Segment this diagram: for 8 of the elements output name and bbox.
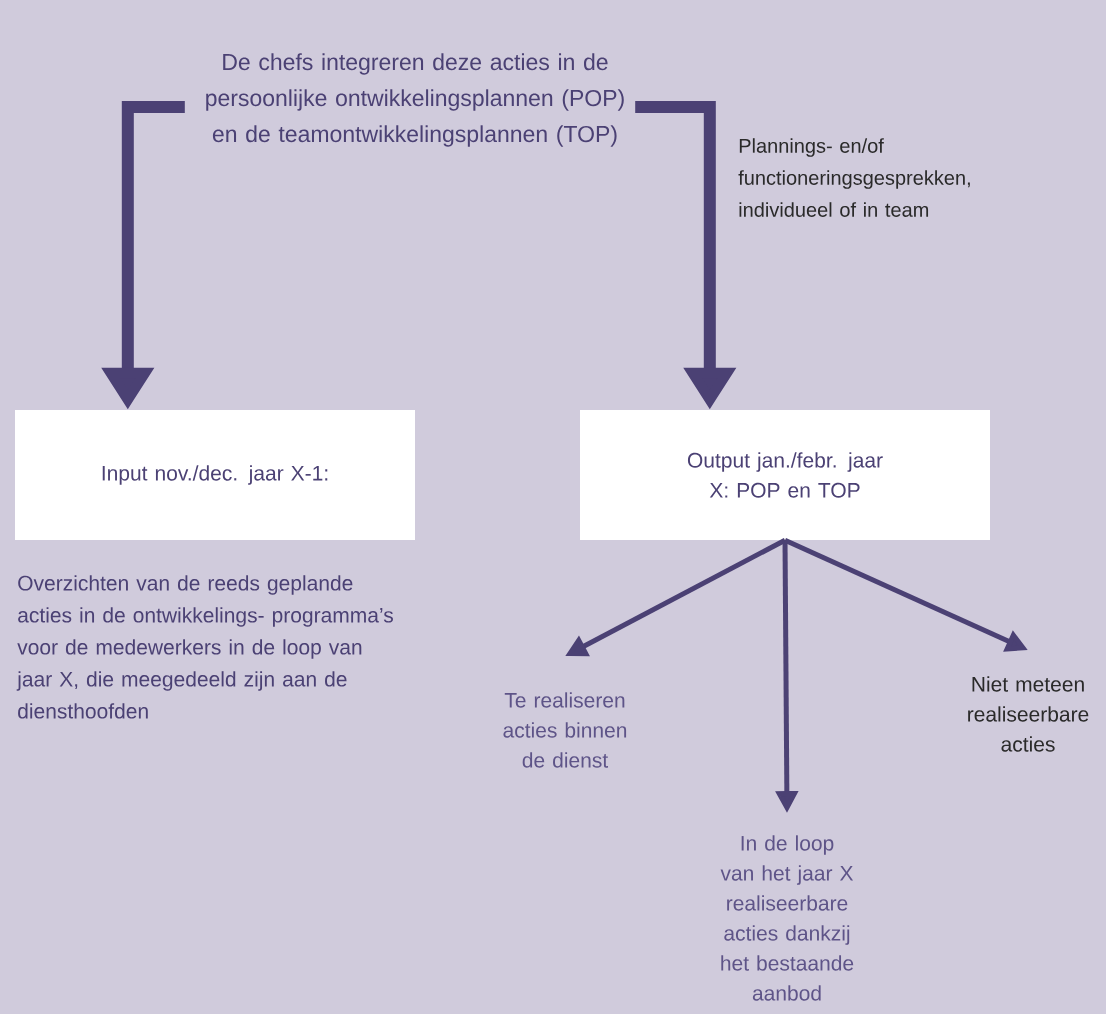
- input-box: Input nov./dec. jaar X-1:: [15, 410, 415, 540]
- beside-text: Overzichten van de reeds geplande acties in de ontwikkelings- programma’s voor de medewerkers in de loop van jaar X, die meegedeeld zijn aan de diensthoofden: [16, 575, 393, 719]
- node-text: In de loop van het jaar X realiseerbare acties dankzij het bestaande aanbod: [720, 835, 854, 1001]
- edge-label: Plannings- en/of functioneringsgesprekken, individueel of in team: [738, 138, 970, 217]
- node-text: Te realiseren acties binnen de dienst: [503, 692, 627, 768]
- node-text: De chefs integreren deze acties in de persoonlijke ontwikkelingsplannen (POP) en de teamontwikkelingsplannen (TOP): [206, 53, 624, 147]
- output-box: Output jan./febr. jaar X: POP en TOP: [580, 410, 990, 540]
- node-text: Niet meteen realiseerbare acties: [968, 676, 1089, 752]
